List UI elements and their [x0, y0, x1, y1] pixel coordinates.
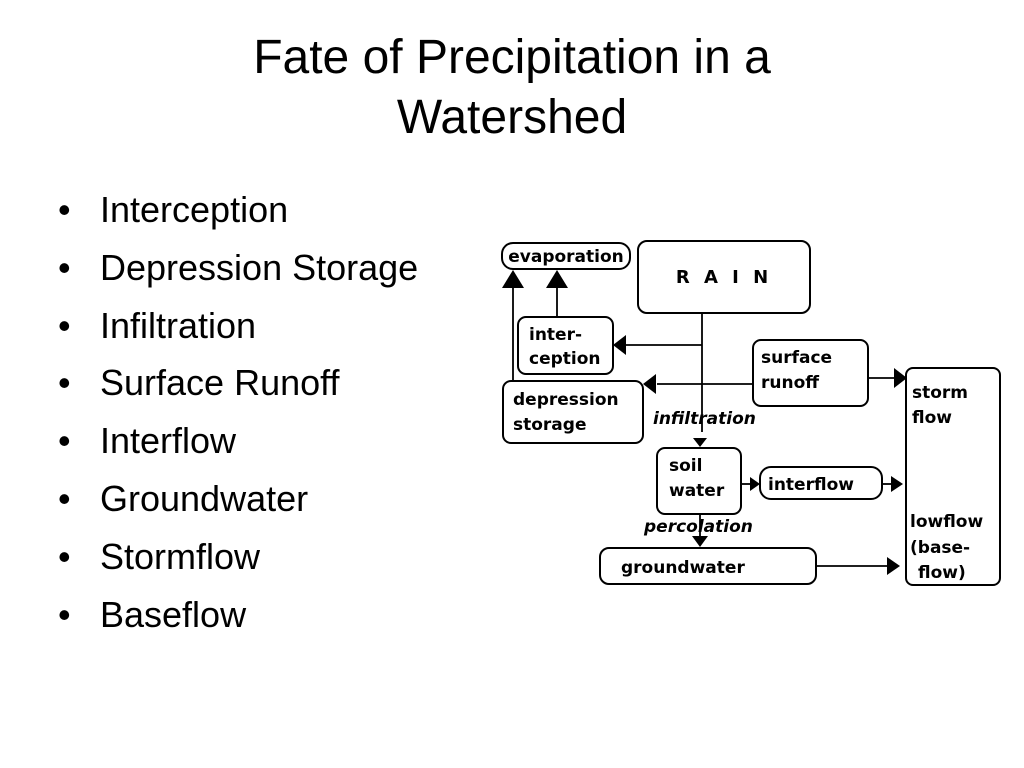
- interflow-box: [759, 466, 883, 500]
- stormflow-arrowhead: [894, 368, 907, 388]
- soil-water-label-line-1: soil: [669, 456, 702, 476]
- interflow-label: interflow: [768, 475, 854, 495]
- bullet-text: Groundwater: [100, 477, 309, 519]
- bullet-item: • Interception: [58, 181, 418, 239]
- soil-water-box: [656, 447, 742, 515]
- bullet-dot: •: [58, 420, 71, 462]
- bullet-text: Infiltration: [100, 304, 257, 346]
- bullet-item: • Surface Runoff: [58, 354, 418, 412]
- bullet-text: Interflow: [100, 420, 237, 462]
- surface-runoff-label-line-1: surface: [761, 348, 832, 368]
- depression-storage-label-line-2: storage: [513, 415, 586, 435]
- interception-label-line-1: inter-: [529, 325, 582, 345]
- bullet-item: • Infiltration: [58, 297, 418, 355]
- evaporation-arrowhead-right: [546, 270, 568, 288]
- lowflow-label-line-1: lowflow: [910, 512, 983, 532]
- diagram-connectors: [512, 282, 895, 567]
- evaporation-box: [501, 242, 631, 270]
- bullet-dot: •: [58, 246, 71, 288]
- infiltration-arrowhead: [693, 438, 707, 447]
- interception-arrowhead: [613, 335, 626, 355]
- slide-title: Fate of Precipitation in a Watershed: [0, 28, 1024, 148]
- bullet-dot: •: [58, 362, 71, 404]
- interception-label-line-2: ception: [529, 349, 601, 369]
- lowflow-label-line-2: (base-: [910, 538, 970, 558]
- depression-storage-label-line-1: depression: [513, 390, 619, 410]
- bullet-item: • Groundwater: [58, 470, 418, 528]
- diagram-arrowheads: [502, 270, 907, 575]
- bullet-list: • Interception • Depression Storage • Infil…: [58, 181, 418, 643]
- bullet-dot: •: [58, 477, 71, 519]
- bullet-item: • Depression Storage: [58, 239, 418, 297]
- rain-label: R A I N: [676, 267, 772, 288]
- depression-storage-box: [502, 380, 644, 444]
- bullet-text: Stormflow: [100, 535, 261, 577]
- interception-box: [517, 316, 614, 375]
- bullet-item: • Baseflow: [58, 586, 418, 644]
- surface-runoff-box: [752, 339, 869, 407]
- bullet-item: • Interflow: [58, 412, 418, 470]
- bullet-dot: •: [58, 189, 71, 230]
- evaporation-arrowhead-left: [502, 270, 524, 288]
- groundwater-box: [599, 547, 817, 585]
- infiltration-label: infiltration: [653, 409, 756, 429]
- bullet-dot: •: [58, 535, 71, 577]
- slide-title-line-2: Watershed: [396, 91, 628, 144]
- depression-arrowhead: [643, 374, 656, 394]
- storm-flow-label-line-2: flow: [912, 408, 952, 428]
- bullet-text: Baseflow: [100, 593, 247, 635]
- stormflow-lowflow-box: [905, 367, 1001, 586]
- storm-flow-label-line-1: storm: [912, 383, 968, 403]
- bullet-text: Depression Storage: [100, 246, 419, 288]
- bullet-item: • Stormflow: [58, 528, 418, 586]
- percolation-label: percolation: [643, 517, 753, 537]
- rain-box: [637, 240, 811, 314]
- lowflow-label-line-3: flow): [918, 563, 966, 583]
- bullet-text: Surface Runoff: [100, 362, 340, 404]
- evaporation-label: evaporation: [508, 247, 624, 267]
- lowflow-arrowhead: [887, 557, 900, 575]
- bullet-text: Interception: [100, 189, 289, 230]
- bullet-dot: •: [58, 304, 71, 346]
- percolation-arrowhead: [692, 536, 708, 547]
- interflow-arrowhead: [750, 477, 760, 491]
- groundwater-label: groundwater: [621, 558, 745, 578]
- surface-runoff-label-line-2: runoff: [761, 373, 819, 393]
- soil-water-label-line-2: water: [669, 481, 725, 501]
- slide-title-line-1: Fate of Precipitation in a: [253, 31, 771, 84]
- bullet-dot: •: [58, 593, 71, 635]
- interflow-out-arrowhead: [891, 476, 903, 492]
